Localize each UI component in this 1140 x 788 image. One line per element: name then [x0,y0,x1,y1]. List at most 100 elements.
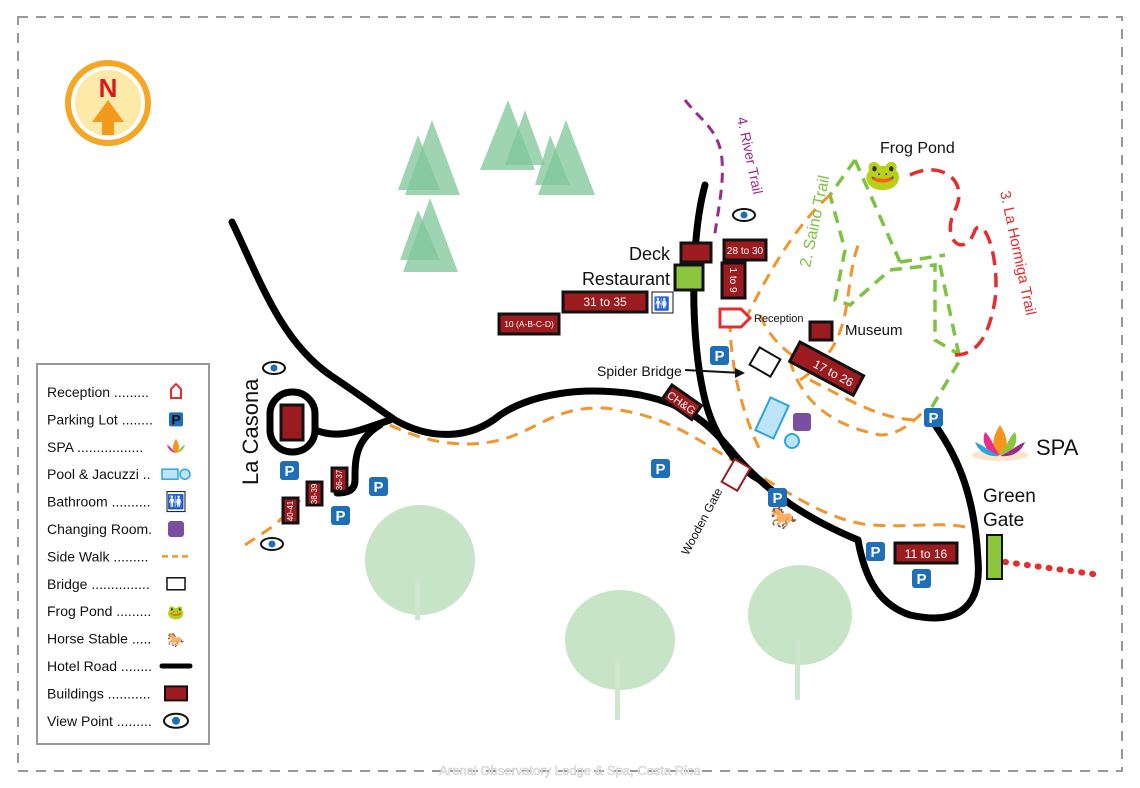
parking-icons: P P P P P P P P P [280,346,943,588]
legend-item-label: Hotel Road ........ [47,658,152,674]
sidewalks [244,193,976,547]
spa-icon[interactable] [972,425,1028,461]
green-gate-label-2: Gate [983,510,1024,531]
legend-item: Changing Room. [47,521,184,537]
legend-item-label: View Point ......... [47,713,152,729]
legend-item-label: Frog Pond ......... [47,603,151,619]
changing-room-icon [168,521,184,537]
legend-item-label: Bathroom .......... [47,494,150,510]
building-40-41[interactable]: 40-41 [281,496,300,525]
legend-item: Reception ......... [47,382,182,400]
museum-building[interactable] [808,320,834,342]
legend-item: Parking Lot ........ P [47,411,183,427]
legend-item: Horse Stable .....🐎 [47,631,185,648]
restaurant-label: Restaurant [582,269,670,289]
svg-text:28 to 30: 28 to 30 [727,246,764,257]
legend-item-label: SPA ................. [47,439,143,455]
hormiga-trail-label: 3. La Hormiga Trail [996,189,1039,316]
frog-icon[interactable]: 🐸 [864,159,901,192]
reception-icon [170,382,182,399]
legend-item: Pool & Jacuzzi .. [47,466,191,482]
legend-item-label: Buildings ........... [47,685,151,701]
svg-text:P: P [714,348,724,365]
frog-pond-label: Frog Pond [880,140,955,157]
svg-text:P: P [772,490,782,507]
svg-text:31 to 35: 31 to 35 [583,295,627,309]
building-10[interactable]: 10 (A-B-C-D) [497,312,561,336]
restaurant-building[interactable] [673,263,705,292]
reception-label: Reception [754,313,804,325]
legend-item-label: Bridge ............... [47,576,150,592]
buildings: 28 to 30 1 to 9 31 to 35 10 (A-B-C-D) 🚻 … [279,238,959,565]
parking-icon: P [369,477,388,496]
north-arrow-icon [92,100,124,135]
river-trail [683,99,724,241]
svg-text:40-41: 40-41 [286,500,295,521]
svg-text:🐎: 🐎 [167,632,185,648]
la-casona-label: La Casona [238,378,263,485]
map-border [17,16,1123,772]
building-28-30[interactable]: 28 to 30 [722,238,768,262]
reception-icon[interactable] [718,307,753,329]
svg-text:P: P [284,463,294,480]
svg-text:1 to 9: 1 to 9 [727,267,738,292]
parking-icon: P [768,488,787,507]
bridge-icon [166,577,186,591]
spa-icon [167,438,185,453]
svg-text:🚻: 🚻 [654,296,670,311]
river-trail-label: 4. River Trail [734,115,766,195]
wooden-gate-icon [720,457,752,493]
deck-building[interactable] [679,241,713,264]
building-icon [164,685,188,702]
eye-icon [262,361,286,375]
parking-icon: P [280,461,299,480]
svg-text:P: P [928,410,938,427]
deck-label: Deck [629,244,671,264]
building-1-9[interactable]: 1 to 9 [720,261,747,300]
svg-text:P: P [171,411,180,427]
svg-text:P: P [655,461,665,478]
spa-label: SPA [1036,435,1079,460]
jacuzzi-icon[interactable] [784,433,800,449]
exit-trail [1002,559,1103,578]
wooden-gate-label: Wooden Gate [678,485,725,557]
frog-icon: 🐸 [167,604,184,620]
svg-text:🚻: 🚻 [167,494,184,511]
eye-icon [732,208,756,222]
legend-item: Hotel Road ........ [47,658,193,674]
parking-icon: P [169,411,183,427]
legend-item-label: Changing Room. [47,521,152,537]
hormiga-trail [909,168,998,357]
parking-icon: P [651,459,670,478]
pool-icon[interactable] [754,396,790,440]
saino-trail-label: 2. Saino Trail [797,174,833,269]
legend-item-label: Reception ......... [47,384,149,400]
building-31-35[interactable]: 31 to 35 [561,290,649,314]
legend-item: Buildings ........... [47,685,188,702]
legend-item: Frog Pond ......... 🐸 [47,603,185,620]
bathroom-icon: 🚻 [166,491,186,513]
forest-trees [398,100,595,272]
spider-bridge-icon[interactable] [748,345,782,379]
legend-item-label: Parking Lot ........ [47,411,153,427]
svg-text:10 (A-B-C-D): 10 (A-B-C-D) [504,319,554,329]
eye-icon [163,712,189,729]
horse-stable-icon[interactable]: 🐎 [770,505,797,530]
svg-text:P: P [373,479,383,496]
parking-icon: P [866,542,885,561]
parking-icon: P [331,506,350,525]
svg-text:P: P [335,508,345,525]
legend-item-label: Pool & Jacuzzi .. [47,466,151,482]
building-11-16[interactable]: 11 to 16 [893,541,959,565]
la-casona-building[interactable] [279,403,305,442]
viewpoint-icons [260,208,756,551]
changing-room-icon[interactable] [793,413,811,431]
legend-item: View Point ......... [47,712,189,729]
building-38-39[interactable]: 38-39 [305,480,324,507]
compass: N [65,60,151,146]
saino-trail [828,158,962,411]
legend-item: Bridge ............... [47,576,186,592]
building-chg[interactable]: CH&G [660,382,704,422]
spider-bridge-label: Spider Bridge [597,363,682,379]
building-36-37[interactable]: 36-37 [330,466,349,493]
